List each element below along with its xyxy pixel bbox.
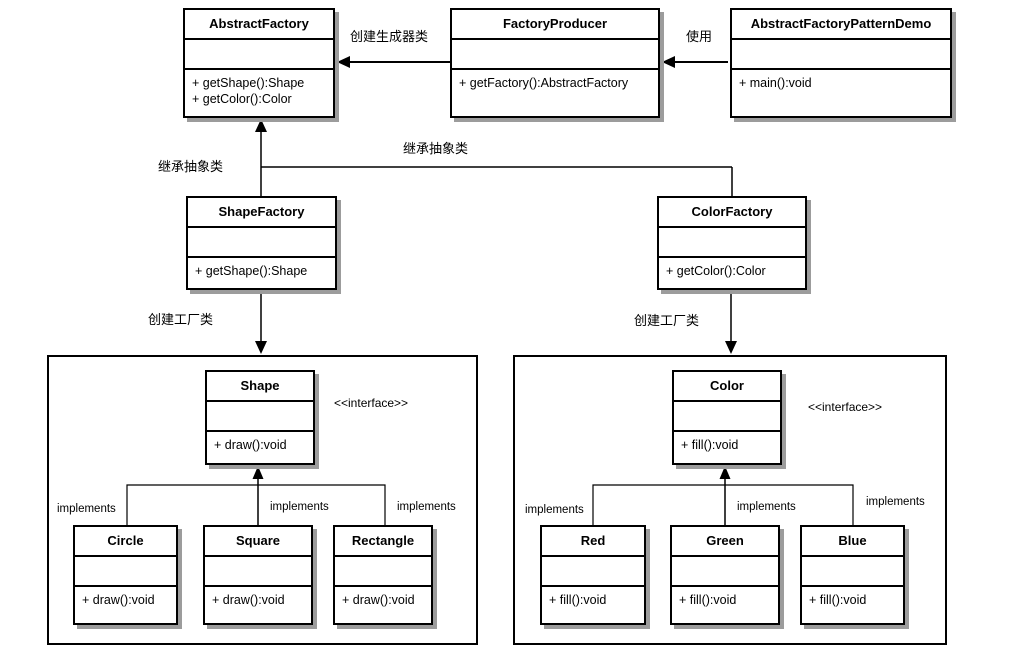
attributes-section [452, 40, 658, 70]
class-box-green: Green + fill():void [670, 525, 780, 625]
class-title: AbstractFactory [185, 10, 333, 40]
implements-label-red: implements [525, 504, 584, 516]
attributes-section [188, 228, 335, 258]
class-title: Square [205, 527, 311, 557]
attributes-section [207, 402, 313, 432]
class-title: Green [672, 527, 778, 557]
method-row: + draw():void [82, 593, 155, 607]
attributes-section [185, 40, 333, 70]
class-box-color-factory: ColorFactory + getColor():Color [657, 196, 807, 290]
class-box-rectangle: Rectangle + draw():void [333, 525, 433, 625]
class-box-color-interface: Color + fill():void [672, 370, 782, 465]
interface-stereotype-color: <<interface>> [808, 400, 883, 414]
edge-label-inherit-abstract-right: 继承抽象类 [403, 141, 469, 156]
methods-section: + draw():void [75, 587, 176, 623]
class-title: Rectangle [335, 527, 431, 557]
attributes-section [659, 228, 805, 258]
method-row: + fill():void [679, 593, 737, 607]
method-row: + getColor():Color [192, 92, 292, 106]
class-title: Red [542, 527, 644, 557]
class-box-circle: Circle + draw():void [73, 525, 178, 625]
edge-label-create-producer: 创建生成器类 [350, 29, 429, 44]
arrow-colorfactory-to-colors [725, 290, 737, 354]
attributes-section [542, 557, 644, 587]
implements-label-blue: implements [866, 496, 925, 508]
method-row: + draw():void [212, 593, 285, 607]
class-box-red: Red + fill():void [540, 525, 646, 625]
methods-section: + getShape():Shape + getColor():Color [185, 70, 333, 116]
class-title: FactoryProducer [452, 10, 658, 40]
class-title: Shape [207, 372, 313, 402]
class-title: ColorFactory [659, 198, 805, 228]
methods-section: + draw():void [207, 432, 313, 463]
method-row: + draw():void [342, 593, 415, 607]
class-title: Color [674, 372, 780, 402]
attributes-section [674, 402, 780, 432]
edge-label-use: 使用 [686, 29, 713, 44]
arrow-shapefactory-to-shapes [255, 290, 267, 354]
methods-section: + getShape():Shape [188, 258, 335, 288]
shapes-group-container [47, 355, 478, 645]
methods-section: + fill():void [542, 587, 644, 623]
methods-section: + draw():void [335, 587, 431, 623]
attributes-section [205, 557, 311, 587]
methods-section: + main():void [732, 70, 950, 116]
implements-label-green: implements [737, 501, 796, 513]
colors-group-container [513, 355, 947, 645]
implements-label-rectangle: implements [397, 501, 456, 513]
arrow-demo-to-producer [662, 56, 728, 68]
class-title: Blue [802, 527, 903, 557]
class-box-abstract-factory: AbstractFactory + getShape():Shape + get… [183, 8, 335, 118]
implements-label-square: implements [270, 501, 329, 513]
methods-section: + draw():void [205, 587, 311, 623]
class-box-square: Square + draw():void [203, 525, 313, 625]
attributes-section [802, 557, 903, 587]
attributes-section [732, 40, 950, 70]
class-title: AbstractFactoryPatternDemo [732, 10, 950, 40]
method-row: + getColor():Color [666, 264, 766, 278]
arrow-factories-inherit-abstractfactory [255, 119, 733, 196]
method-row: + fill():void [809, 593, 867, 607]
edge-label-create-factory-left: 创建工厂类 [148, 312, 214, 327]
attributes-section [672, 557, 778, 587]
method-row: + fill():void [681, 438, 739, 452]
attributes-section [335, 557, 431, 587]
edge-label-create-factory-right: 创建工厂类 [634, 313, 700, 328]
method-row: + getFactory():AbstractFactory [459, 76, 629, 90]
class-box-shape-interface: Shape + draw():void [205, 370, 315, 465]
methods-section: + getColor():Color [659, 258, 805, 288]
method-row: + getShape():Shape [192, 76, 305, 90]
methods-section: + getFactory():AbstractFactory [452, 70, 658, 116]
class-box-blue: Blue + fill():void [800, 525, 905, 625]
attributes-section [75, 557, 176, 587]
interface-stereotype-shape: <<interface>> [334, 396, 409, 410]
methods-section: + fill():void [672, 587, 778, 623]
methods-section: + fill():void [674, 432, 780, 463]
method-row: + main():void [739, 76, 812, 90]
methods-section: + fill():void [802, 587, 903, 623]
class-box-factory-producer: FactoryProducer + getFactory():AbstractF… [450, 8, 660, 118]
edge-label-inherit-abstract-left: 继承抽象类 [158, 159, 224, 174]
method-row: + getShape():Shape [195, 264, 308, 278]
method-row: + draw():void [214, 438, 287, 452]
implements-label-circle: implements [57, 503, 116, 515]
method-row: + fill():void [549, 593, 607, 607]
class-title: ShapeFactory [188, 198, 335, 228]
class-box-shape-factory: ShapeFactory + getShape():Shape [186, 196, 337, 290]
class-box-abstract-factory-pattern-demo: AbstractFactoryPatternDemo + main():void [730, 8, 952, 118]
arrow-producer-to-abstractfactory [337, 56, 450, 68]
class-title: Circle [75, 527, 176, 557]
